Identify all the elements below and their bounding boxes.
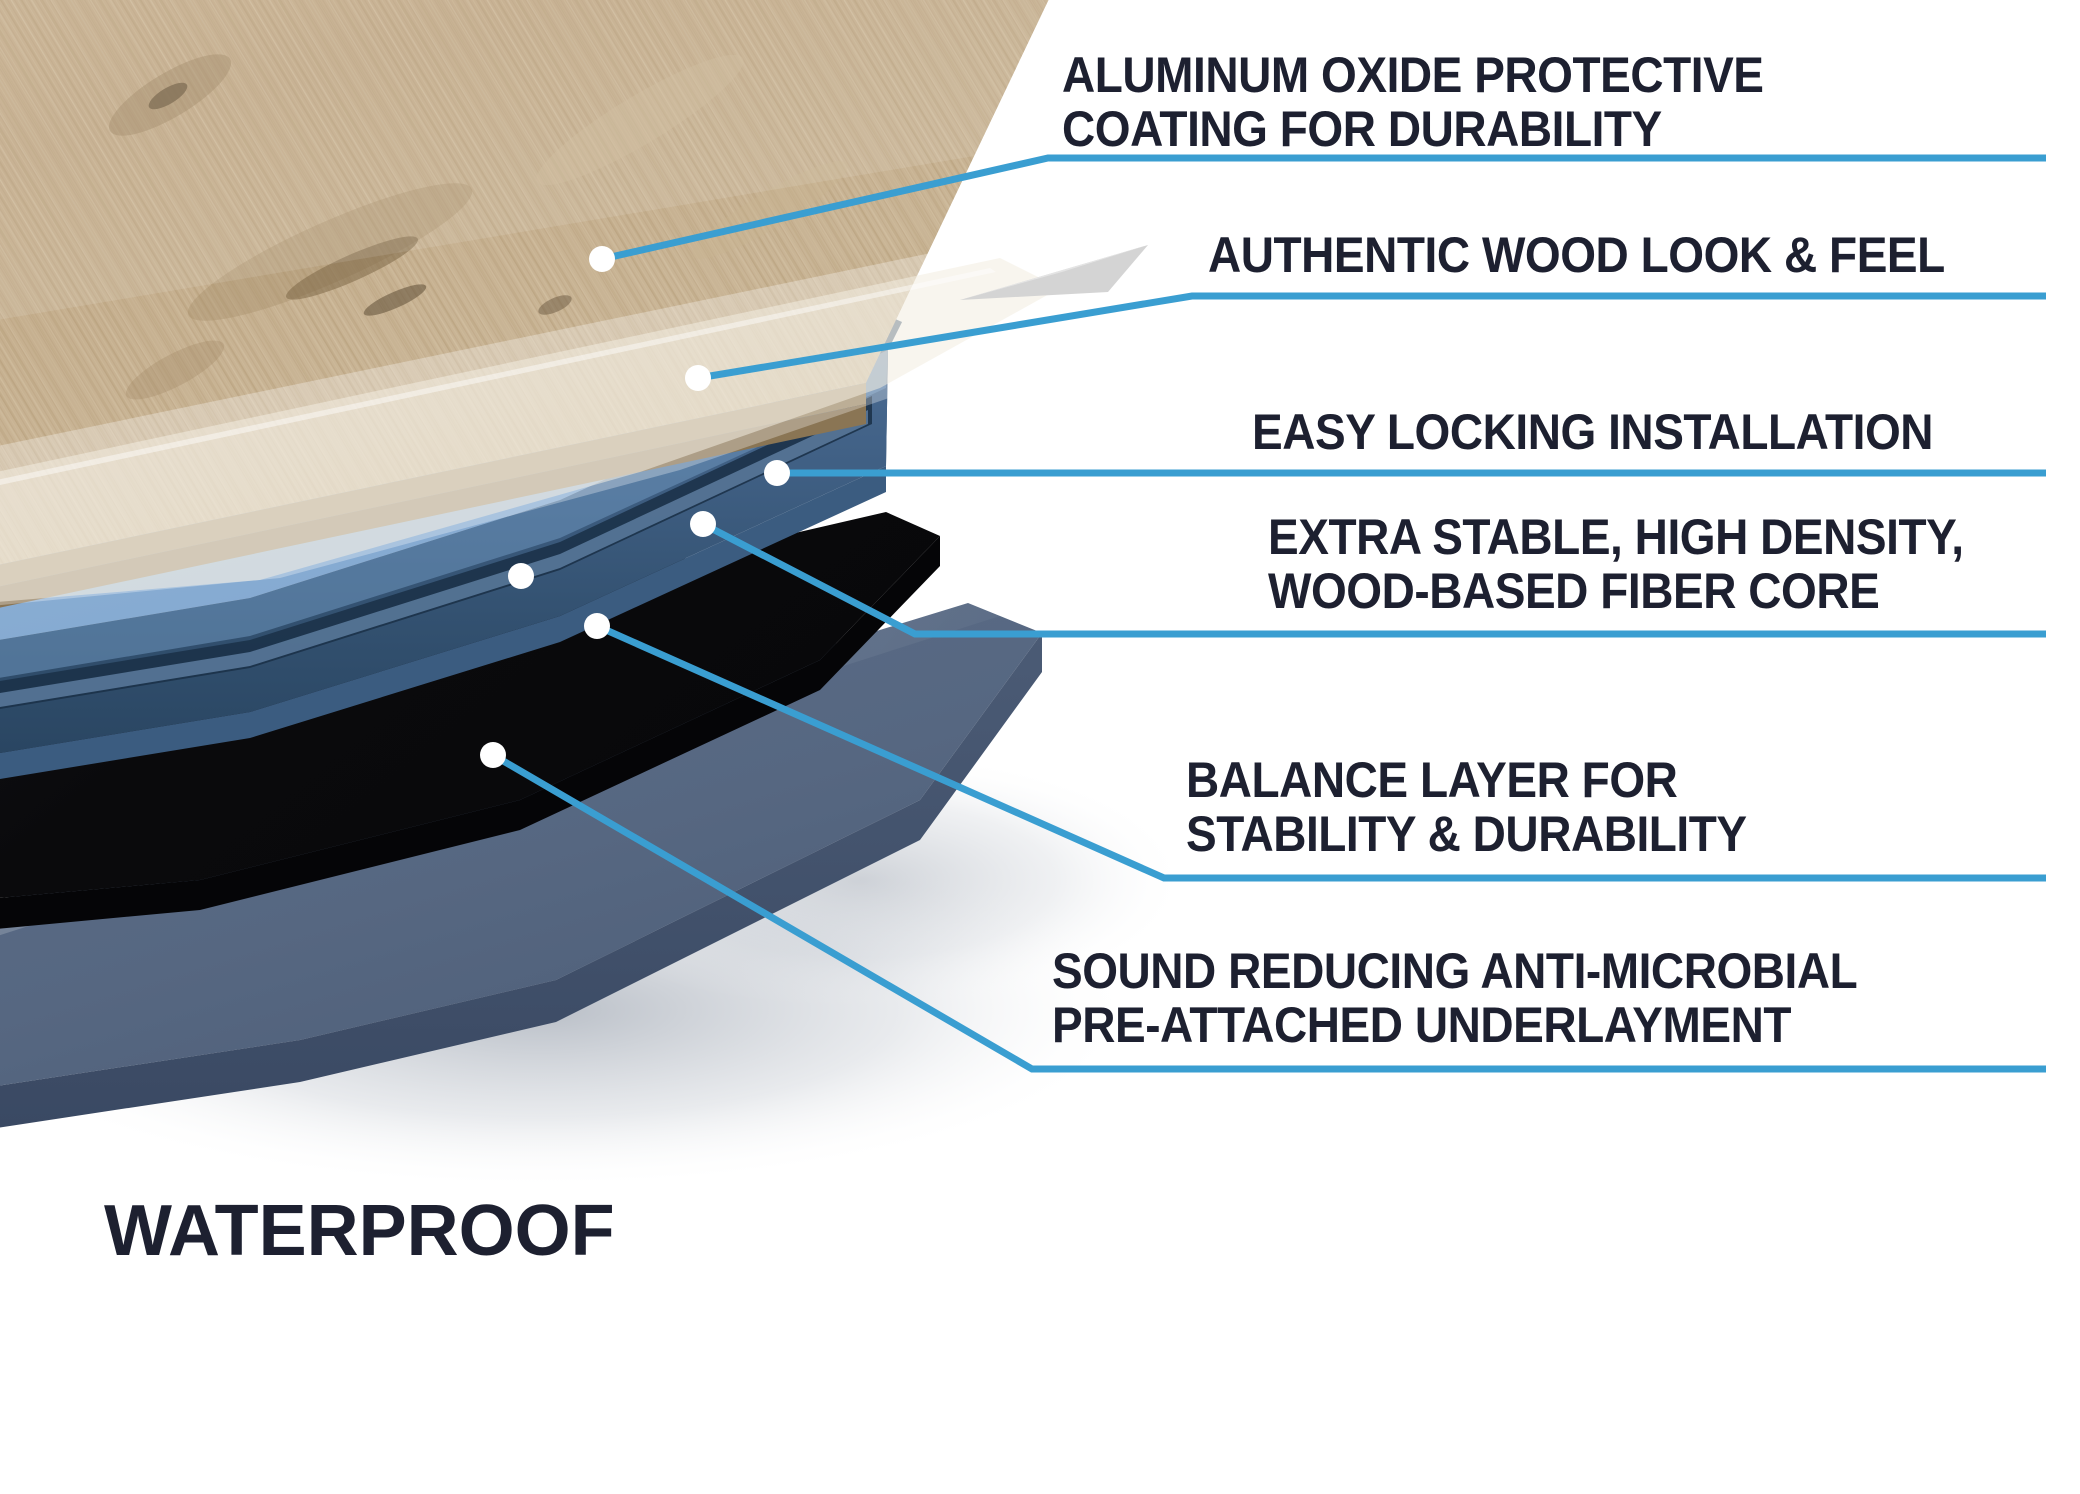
- leader-authentic-wood: [697, 292, 2046, 382]
- callout-fiber-core: EXTRA STABLE, HIGH DENSITY, WOOD-BASED F…: [1268, 510, 2080, 618]
- dot-balance-layer: [584, 613, 610, 639]
- layer-wood-plank: [0, 0, 1082, 640]
- layer-fiber-core: [0, 512, 940, 929]
- dot-fiber-core: [690, 511, 716, 537]
- callout-authentic-wood-text: AUTHENTIC WOOD LOOK & FEEL: [1208, 227, 1945, 283]
- dot-easy-locking: [764, 460, 790, 486]
- callout-aluminum-oxide: ALUMINUM OXIDE PROTECTIVE COATING FOR DU…: [1062, 48, 1962, 156]
- dot-authentic-wood: [685, 365, 711, 391]
- callout-aluminum-oxide-text: ALUMINUM OXIDE PROTECTIVE COATING FOR DU…: [1062, 47, 1764, 157]
- callout-underlayment: SOUND REDUCING ANTI-MICROBIAL PRE-ATTACH…: [1052, 944, 2052, 1052]
- callout-easy-locking-text: EASY LOCKING INSTALLATION: [1252, 404, 1934, 460]
- callout-fiber-core-text: EXTRA STABLE, HIGH DENSITY, WOOD-BASED F…: [1268, 509, 1964, 619]
- leader-lines: [491, 154, 2046, 1073]
- callout-balance-layer-text: BALANCE LAYER FOR STABILITY & DURABILITY: [1186, 752, 1747, 862]
- callout-authentic-wood: AUTHENTIC WOOD LOOK & FEEL: [1208, 228, 2068, 282]
- leader-balance-layer: [595, 622, 2046, 882]
- leader-fiber-core: [701, 520, 2046, 638]
- waterproof-badge: WATERPROOF: [104, 1191, 615, 1271]
- callout-easy-locking: EASY LOCKING INSTALLATION: [1252, 405, 2072, 459]
- leader-dots: [480, 246, 790, 768]
- layer-aluminum-oxide-coating: [0, 235, 1148, 606]
- leader-underlayment: [491, 751, 2046, 1073]
- dot-aluminum-oxide: [589, 246, 615, 272]
- leader-aluminum-oxide: [601, 154, 2046, 263]
- dot-locking-extra: [508, 563, 534, 589]
- callout-balance-layer: BALANCE LAYER FOR STABILITY & DURABILITY: [1186, 753, 2006, 861]
- dot-underlayment: [480, 742, 506, 768]
- callout-underlayment-text: SOUND REDUCING ANTI-MICROBIAL PRE-ATTACH…: [1052, 943, 1858, 1053]
